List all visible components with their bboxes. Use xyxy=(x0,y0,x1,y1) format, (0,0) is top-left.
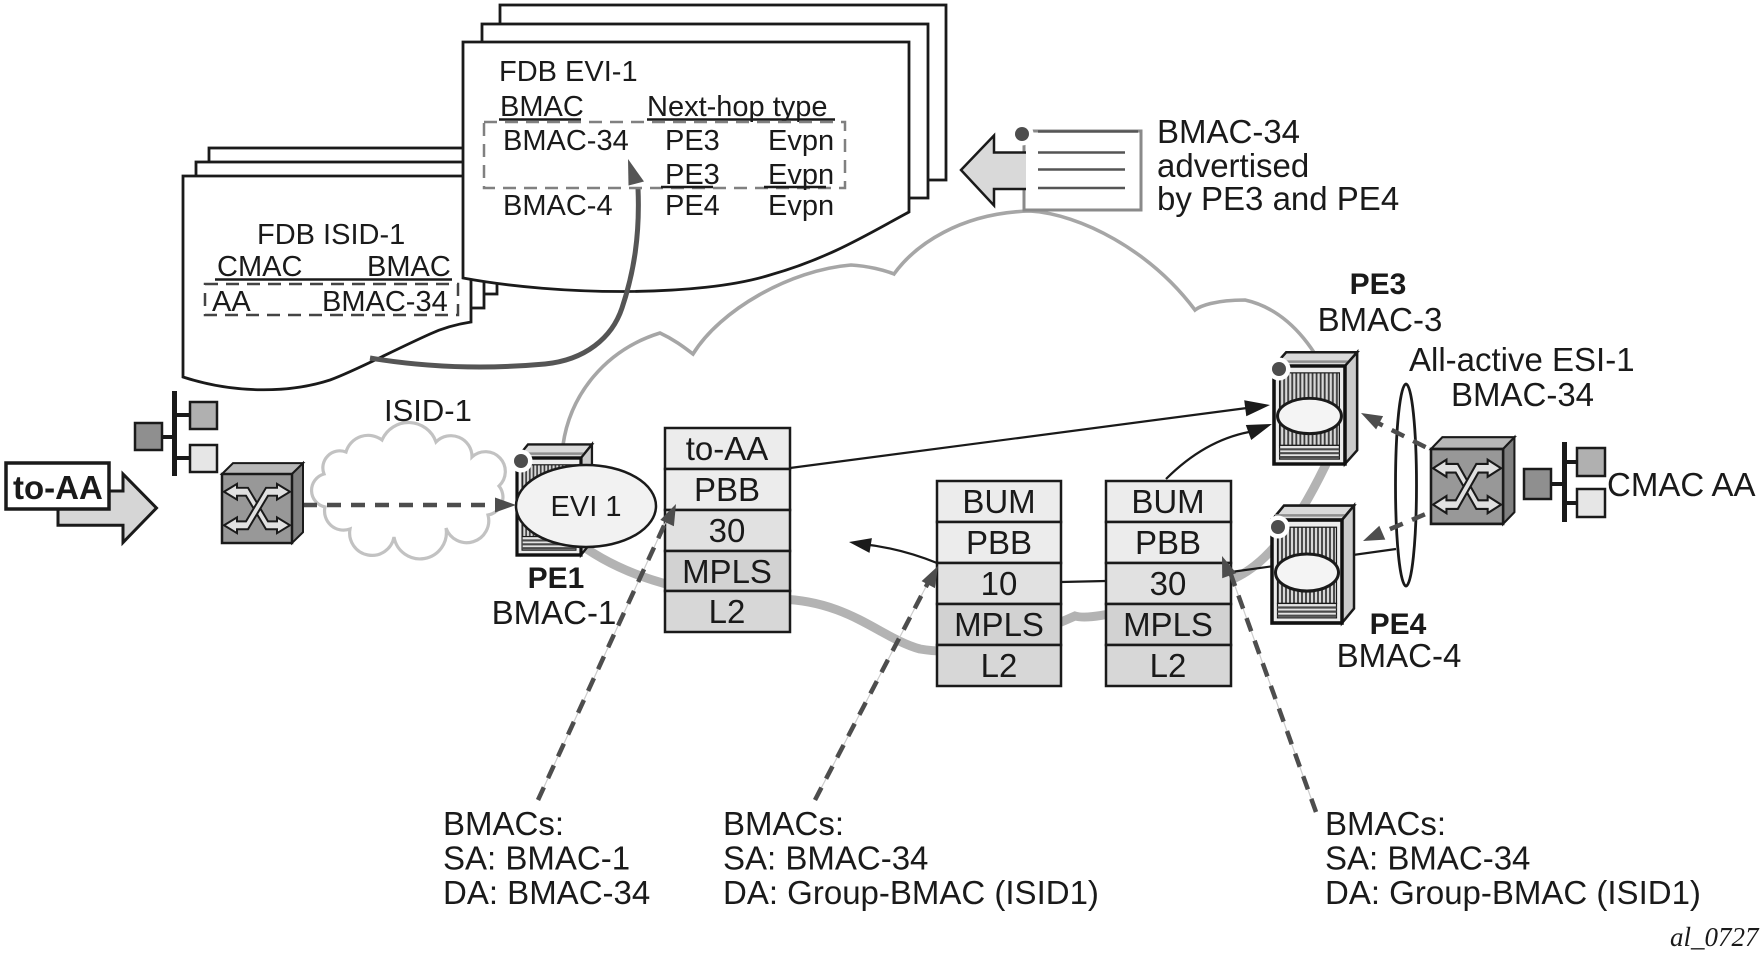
svg-text:L2: L2 xyxy=(981,647,1018,684)
svg-text:CMAC: CMAC xyxy=(217,251,302,283)
svg-text:BMAC-34: BMAC-34 xyxy=(503,125,629,157)
svg-text:CMAC AA: CMAC AA xyxy=(1607,466,1756,503)
svg-text:AA: AA xyxy=(212,286,251,318)
svg-text:BMACs:: BMACs: xyxy=(1325,805,1446,842)
svg-text:Next-hop type: Next-hop type xyxy=(647,91,828,123)
svg-text:All-active ESI-1: All-active ESI-1 xyxy=(1409,341,1635,378)
svg-text:MPLS: MPLS xyxy=(682,553,772,590)
svg-text:Evpn: Evpn xyxy=(768,125,834,157)
svg-text:DA: Group-BMAC (ISID1): DA: Group-BMAC (ISID1) xyxy=(1325,874,1701,911)
svg-text:Evpn: Evpn xyxy=(768,159,834,191)
svg-text:PE3: PE3 xyxy=(665,159,720,191)
svg-text:PE1: PE1 xyxy=(528,562,585,595)
svg-text:by PE3 and PE4: by PE3 and PE4 xyxy=(1157,180,1399,217)
svg-text:MPLS: MPLS xyxy=(1123,606,1213,643)
svg-text:BUM: BUM xyxy=(1131,483,1204,520)
svg-text:PBB: PBB xyxy=(1135,524,1201,561)
svg-text:BUM: BUM xyxy=(962,483,1035,520)
svg-text:DA: Group-BMAC (ISID1): DA: Group-BMAC (ISID1) xyxy=(723,874,1099,911)
svg-text:FDB EVI-1: FDB EVI-1 xyxy=(499,56,638,88)
svg-text:L2: L2 xyxy=(709,593,746,630)
svg-text:SA: BMAC-34: SA: BMAC-34 xyxy=(1325,840,1530,877)
svg-text:ISID-1: ISID-1 xyxy=(384,393,472,428)
svg-text:BMAC-34: BMAC-34 xyxy=(1451,376,1594,413)
svg-text:BMAC-1: BMAC-1 xyxy=(492,594,617,631)
svg-text:30: 30 xyxy=(709,512,746,549)
svg-text:BMAC-34: BMAC-34 xyxy=(322,286,448,318)
svg-text:PE4: PE4 xyxy=(1370,608,1427,641)
svg-text:advertised: advertised xyxy=(1157,147,1309,184)
svg-text:BMACs:: BMACs: xyxy=(723,805,844,842)
svg-text:10: 10 xyxy=(981,565,1018,602)
svg-text:to-AA: to-AA xyxy=(13,469,103,506)
svg-text:PE3: PE3 xyxy=(665,125,720,157)
svg-text:FDB ISID-1: FDB ISID-1 xyxy=(257,219,405,251)
svg-text:PBB: PBB xyxy=(694,471,760,508)
svg-text:al_0727: al_0727 xyxy=(1670,922,1760,952)
svg-text:BMAC: BMAC xyxy=(500,91,584,123)
svg-text:to-AA: to-AA xyxy=(686,430,769,467)
svg-text:30: 30 xyxy=(1150,565,1187,602)
svg-text:BMAC-4: BMAC-4 xyxy=(503,190,613,222)
svg-text:BMAC: BMAC xyxy=(367,251,451,283)
svg-text:PE4: PE4 xyxy=(665,190,720,222)
svg-text:BMAC-4: BMAC-4 xyxy=(1337,637,1462,674)
svg-text:L2: L2 xyxy=(1150,647,1187,684)
svg-text:BMAC-34: BMAC-34 xyxy=(1157,113,1300,150)
svg-text:PE3: PE3 xyxy=(1350,268,1407,301)
svg-text:BMAC-3: BMAC-3 xyxy=(1318,301,1443,338)
svg-text:SA: BMAC-1: SA: BMAC-1 xyxy=(443,840,630,877)
svg-text:EVI 1: EVI 1 xyxy=(551,491,622,523)
svg-text:MPLS: MPLS xyxy=(954,606,1044,643)
svg-text:SA: BMAC-34: SA: BMAC-34 xyxy=(723,840,928,877)
svg-text:Evpn: Evpn xyxy=(768,190,834,222)
svg-text:DA: BMAC-34: DA: BMAC-34 xyxy=(443,874,650,911)
svg-text:BMACs:: BMACs: xyxy=(443,805,564,842)
svg-text:PBB: PBB xyxy=(966,524,1032,561)
